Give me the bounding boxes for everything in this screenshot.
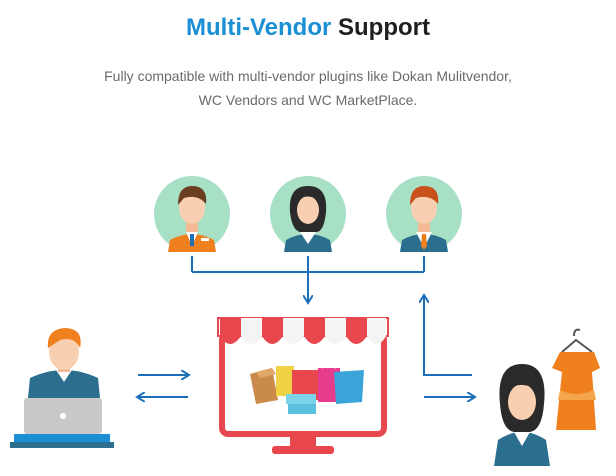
storefront-monitor-icon: [217, 317, 389, 454]
vendor-male-orange-vest-icon: [154, 176, 230, 252]
page-subtitle: Fully compatible with multi-vendor plugi…: [40, 64, 576, 112]
subtitle-line-2: WC Vendors and WC MarketPlace.: [198, 92, 418, 108]
customer-with-dress-icon: [494, 328, 600, 466]
vendor-connector-lines: [191, 256, 425, 302]
marketplace-to-vendors-arrow: [424, 296, 472, 376]
subtitle-line-1: Fully compatible with multi-vendor plugi…: [104, 68, 512, 84]
title-rest: Support: [331, 14, 430, 41]
vendor-male-blue-suit-icon: [386, 176, 462, 252]
page-title: Multi-Vendor Support: [0, 14, 616, 42]
laptop-buyer-icon: [10, 328, 114, 448]
title-accent: Multi-Vendor: [186, 14, 332, 41]
vendor-female-icon: [270, 176, 346, 252]
